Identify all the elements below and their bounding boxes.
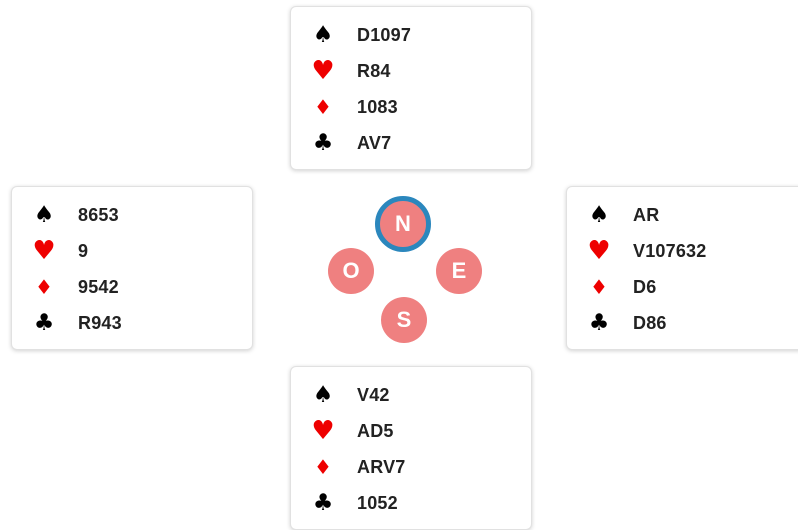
south-hearts-row[interactable]: ♥ AD5 [291,413,531,449]
club-icon: ♣ [312,129,334,156]
north-hearts-row[interactable]: ♥ R84 [291,53,531,89]
heart-icon: ♥ [32,236,56,266]
north-spades-cards[interactable]: D1097 [357,24,412,45]
north-hand: ♠ D1097 ♥ R84 ♦ 1083 ♣ AV7 [290,6,532,170]
spade-icon: ♠ [312,381,334,408]
heart-icon: ♥ [311,56,335,86]
seat-south[interactable]: S [381,297,427,343]
east-diamonds-cards[interactable]: D6 [633,276,657,297]
west-hand: ♠ 8653 ♥ 9 ♦ 9542 ♣ R943 [11,186,253,350]
east-hearts-cards[interactable]: V107632 [633,240,707,261]
east-clubs-row[interactable]: ♣ D86 [567,305,798,341]
club-icon: ♣ [33,309,55,336]
west-spades-cards[interactable]: 8653 [78,204,119,225]
west-clubs-cards[interactable]: R943 [78,312,122,333]
spade-icon: ♠ [33,201,55,228]
south-clubs-row[interactable]: ♣ 1052 [291,485,531,521]
west-diamonds-row[interactable]: ♦ 9542 [12,269,252,305]
south-hand: ♠ V42 ♥ AD5 ♦ ARV7 ♣ 1052 [290,366,532,530]
west-diamonds-cards[interactable]: 9542 [78,276,119,297]
diamond-icon: ♦ [35,275,53,299]
east-spades-cards[interactable]: AR [633,204,660,225]
spade-icon: ♠ [312,21,334,48]
west-hearts-cards[interactable]: 9 [78,240,89,261]
seat-west[interactable]: O [328,248,374,294]
north-spades-row[interactable]: ♠ D1097 [291,17,531,53]
east-clubs-cards[interactable]: D86 [633,312,667,333]
diamond-icon: ♦ [314,95,332,119]
club-icon: ♣ [588,309,610,336]
north-diamonds-cards[interactable]: 1083 [357,96,398,117]
south-spades-row[interactable]: ♠ V42 [291,377,531,413]
club-icon: ♣ [312,489,334,516]
east-hearts-row[interactable]: ♥ V107632 [567,233,798,269]
heart-icon: ♥ [587,236,611,266]
diamond-icon: ♦ [590,275,608,299]
north-clubs-cards[interactable]: AV7 [357,132,392,153]
seat-east[interactable]: E [436,248,482,294]
spade-icon: ♠ [588,201,610,228]
east-diamonds-row[interactable]: ♦ D6 [567,269,798,305]
south-spades-cards[interactable]: V42 [357,384,390,405]
north-diamonds-row[interactable]: ♦ 1083 [291,89,531,125]
seat-north[interactable]: N [375,196,431,252]
west-clubs-row[interactable]: ♣ R943 [12,305,252,341]
east-spades-row[interactable]: ♠ AR [567,197,798,233]
south-hearts-cards[interactable]: AD5 [357,420,394,441]
north-hearts-cards[interactable]: R84 [357,60,391,81]
east-hand: ♠ AR ♥ V107632 ♦ D6 ♣ D86 [566,186,798,350]
west-spades-row[interactable]: ♠ 8653 [12,197,252,233]
west-hearts-row[interactable]: ♥ 9 [12,233,252,269]
south-diamonds-cards[interactable]: ARV7 [357,456,406,477]
south-diamonds-row[interactable]: ♦ ARV7 [291,449,531,485]
south-clubs-cards[interactable]: 1052 [357,492,398,513]
diamond-icon: ♦ [314,455,332,479]
heart-icon: ♥ [311,416,335,446]
north-clubs-row[interactable]: ♣ AV7 [291,125,531,161]
